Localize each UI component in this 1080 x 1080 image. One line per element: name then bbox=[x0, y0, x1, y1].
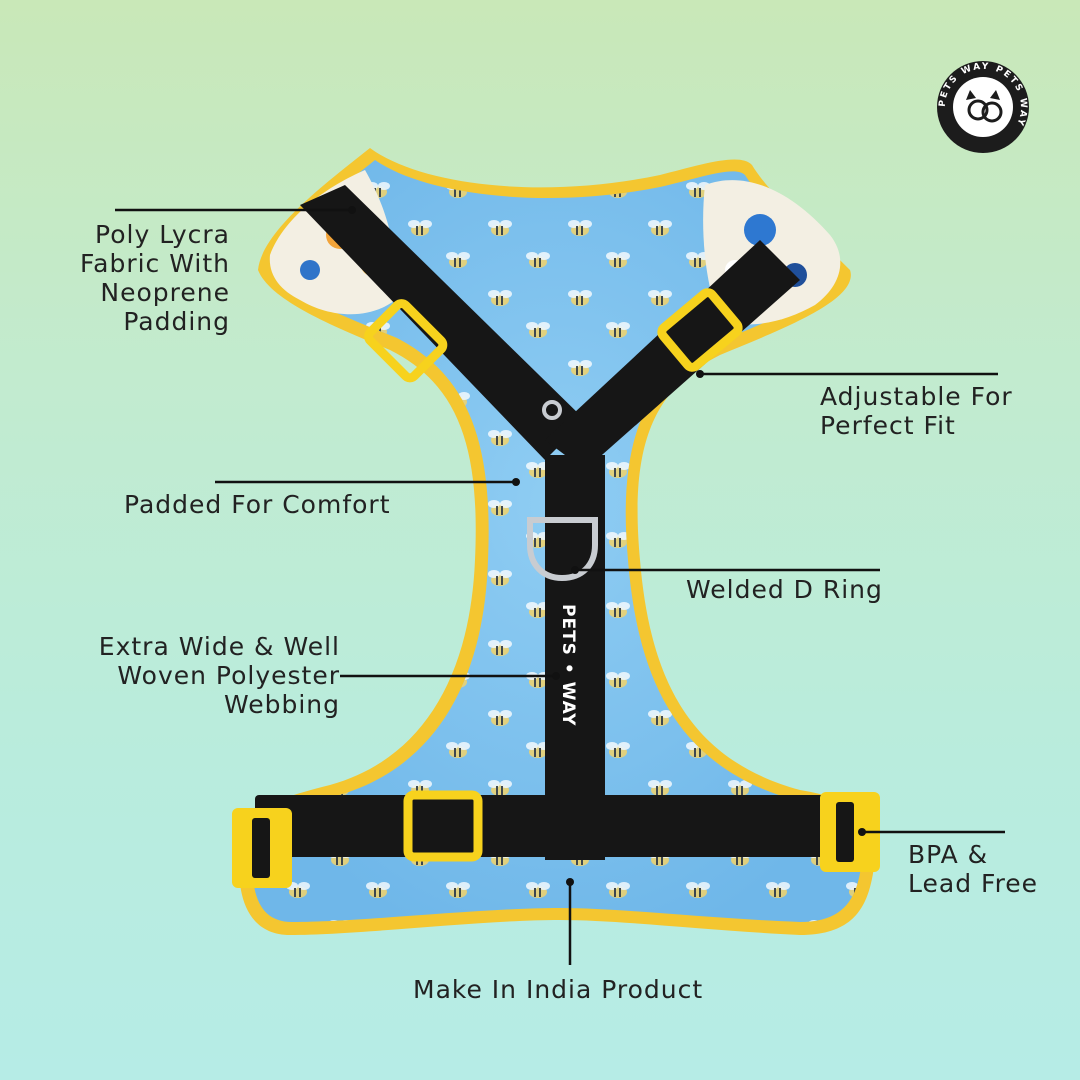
callout-poly-lycra: Poly Lycra Fabric With Neoprene Padding bbox=[80, 220, 230, 336]
pets-way-logo: PETS WAY PETS WAY bbox=[937, 61, 1029, 153]
callout-d-ring: Welded D Ring bbox=[686, 575, 883, 604]
strap-brand-label: PETS • WAY bbox=[558, 604, 578, 726]
slide-buckle-belly bbox=[403, 790, 483, 862]
belly-strap bbox=[255, 795, 865, 857]
right-shoulder-strap bbox=[545, 240, 800, 470]
left-shoulder-strap bbox=[300, 185, 585, 460]
d-ring bbox=[527, 517, 598, 582]
callout-leader-lines bbox=[115, 208, 1005, 965]
callout-padded: Padded For Comfort bbox=[124, 490, 391, 519]
slide-buckle-left bbox=[364, 299, 448, 383]
callout-bpa: BPA & Lead Free bbox=[908, 840, 1039, 898]
callout-webbing: Extra Wide & Well Woven Polyester Webbin… bbox=[98, 632, 340, 719]
callout-adjustable: Adjustable For Perfect Fit bbox=[820, 382, 1013, 440]
slide-buckle-right bbox=[657, 288, 743, 372]
callout-india: Make In India Product bbox=[413, 975, 704, 1004]
